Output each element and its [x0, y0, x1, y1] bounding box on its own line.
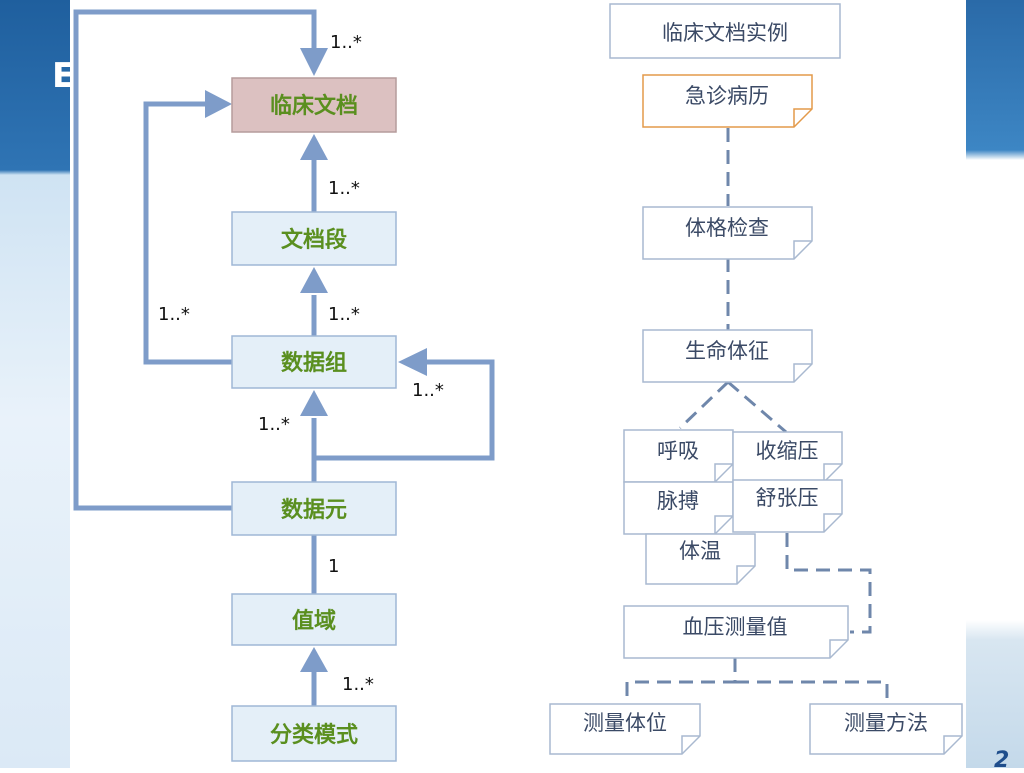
svg-text:文档段: 文档段 [281, 227, 347, 253]
note-measure-position: 测量体位 [549, 703, 701, 755]
note-measure-method: 测量方法 [809, 703, 963, 755]
svg-text:临床文档: 临床文档 [270, 93, 358, 119]
connector-vitals-to-systolic [727, 380, 787, 434]
slide-background-left [0, 0, 70, 768]
connector-element-to-document [73, 9, 317, 511]
svg-text:临床文档实例: 临床文档实例 [662, 21, 788, 45]
svg-text:呼吸: 呼吸 [657, 439, 699, 463]
multiplicity-group-to-document: 1..* [158, 304, 190, 325]
note-respiration: 呼吸 [623, 429, 734, 483]
slide-title-fragment: E [52, 56, 76, 96]
note-physical-exam: 体格检查 [642, 206, 813, 260]
svg-text:血压测量值: 血压测量值 [683, 615, 788, 639]
arrowhead-group-section [300, 267, 328, 293]
svg-text:生命体征: 生命体征 [685, 339, 769, 363]
svg-text:舒张压: 舒张压 [756, 486, 819, 510]
multiplicity-group-self: 1..* [412, 380, 444, 401]
svg-text:测量体位: 测量体位 [583, 711, 667, 735]
svg-text:收缩压: 收缩压 [756, 439, 819, 463]
multiplicity-element-to-domain: 1 [328, 556, 339, 577]
multiplicity-top-loop: 1..* [330, 32, 362, 53]
svg-text:脉搏: 脉搏 [657, 489, 699, 513]
class-data-group: 数据组 [231, 335, 397, 389]
connector-diastolic-to-bp [785, 533, 872, 634]
instance-connectors [625, 128, 889, 702]
model-diagram: 临床文档 文档段 数据组 数据元 值域 分类模式 1..* 1..* 1..* … [73, 9, 495, 762]
multiplicity-group-to-section: 1..* [328, 304, 360, 325]
class-section: 文档段 [231, 211, 397, 266]
class-classification-scheme: 分类模式 [231, 705, 397, 762]
svg-text:值域: 值域 [292, 608, 336, 634]
svg-text:急诊病历: 急诊病历 [685, 84, 769, 108]
multiplicity-element-to-group: 1..* [258, 414, 290, 435]
svg-text:分类模式: 分类模式 [270, 723, 358, 748]
svg-text:体温: 体温 [679, 539, 721, 563]
arrowhead-classification-domain [300, 647, 328, 672]
arrowhead-group-self [398, 348, 427, 376]
arrowhead-element-group [300, 390, 328, 416]
note-bp-value: 血压测量值 [623, 605, 849, 659]
class-value-domain: 值域 [231, 593, 397, 646]
arrowhead-left-loop [205, 90, 232, 118]
slide-page-number-fragment: 2 [994, 748, 1010, 773]
connector-group-to-document [143, 101, 232, 365]
svg-text:数据元: 数据元 [281, 497, 347, 523]
class-data-element: 数据元 [231, 481, 397, 536]
note-pulse: 脉搏 [623, 481, 734, 535]
multiplicity-section-to-document: 1..* [328, 178, 360, 199]
svg-text:体格检查: 体格检查 [685, 216, 769, 240]
connector-bp-to-method [735, 680, 889, 702]
model-connectors [73, 9, 495, 706]
connector-vitals-to-respiration [678, 380, 730, 430]
arrowhead-section-doc [300, 134, 328, 160]
note-temperature: 体温 [645, 533, 756, 585]
instance-title-box: 临床文档实例 [609, 3, 841, 59]
note-emergency-record: 急诊病历 [642, 74, 813, 128]
class-clinical-document: 临床文档 [231, 77, 397, 133]
model-arrowheads [205, 48, 427, 672]
svg-text:数据组: 数据组 [281, 350, 347, 376]
svg-text:测量方法: 测量方法 [844, 711, 928, 735]
connector-bp-to-position [625, 658, 737, 702]
instance-diagram: 临床文档实例 急诊病历 体格检查 生命体征 呼吸 收缩压 [549, 3, 963, 755]
connector-group-self [314, 359, 495, 461]
slide-background-right [966, 0, 1024, 768]
note-systolic: 收缩压 [732, 431, 843, 483]
arrowhead-top [300, 48, 328, 76]
note-diastolic: 舒张压 [732, 479, 843, 533]
note-vital-signs: 生命体征 [642, 329, 813, 383]
multiplicity-domain-from-classification: 1..* [342, 674, 374, 695]
